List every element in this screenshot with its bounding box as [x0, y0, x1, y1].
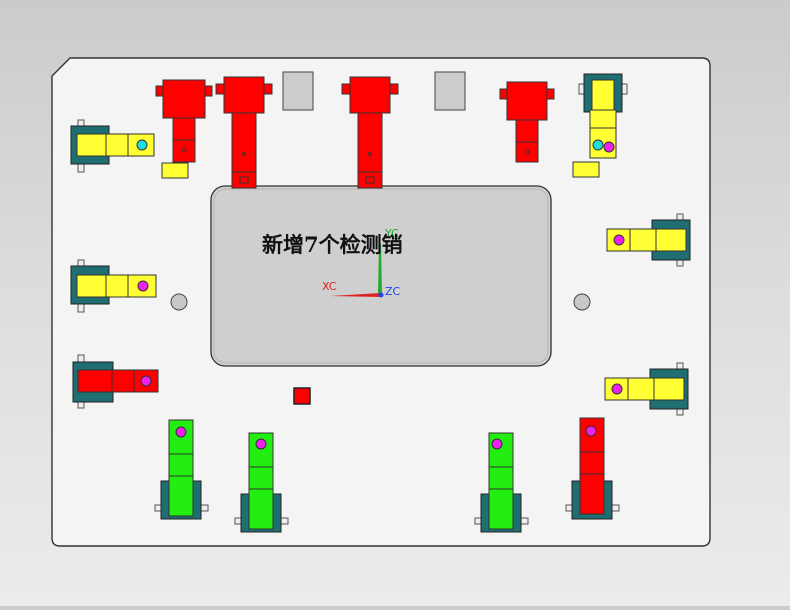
yellow-clamp-right-2[interactable] [604, 362, 689, 416]
yellow-clamp-left-1[interactable] [70, 119, 155, 173]
gray-block-top-right[interactable] [434, 71, 466, 111]
yellow-clamp-left-2[interactable] [70, 259, 157, 313]
magenta-pin-icon [140, 375, 152, 387]
yellow-pad-right[interactable] [572, 161, 600, 178]
coordinate-triad: XC YC ZC [322, 227, 401, 298]
magenta-pin-icon [613, 234, 625, 246]
green-clamp-bottom-2[interactable] [234, 432, 289, 533]
z-axis-label: ZC [385, 285, 401, 298]
magenta-pin-icon [175, 426, 187, 438]
red-clamp-bottom[interactable] [565, 417, 620, 520]
x-axis-label: XC [322, 280, 337, 293]
red-clamp-top-1[interactable] [155, 79, 213, 163]
red-clamp-top-4[interactable] [499, 81, 555, 163]
magenta-pin-icon [585, 425, 597, 437]
green-clamp-bottom-3[interactable] [474, 432, 529, 533]
magenta-pin-icon [491, 438, 503, 450]
z-axis-origin [378, 292, 384, 298]
red-small-block[interactable] [293, 387, 311, 405]
red-clamp-top-2[interactable] [215, 76, 273, 189]
yellow-pad-left[interactable] [161, 162, 189, 179]
magenta-pin-icon [611, 383, 623, 395]
green-clamp-bottom-1[interactable] [154, 419, 209, 520]
magenta-pin-icon [603, 141, 615, 153]
locating-hole-left[interactable] [170, 293, 188, 311]
magenta-pin-icon [255, 438, 267, 450]
yellow-clamp-right-1[interactable] [606, 213, 691, 267]
cyan-pin-icon [136, 139, 148, 151]
annotation-text: 新增7个检测销 [262, 232, 403, 257]
y-axis-label: YC [384, 227, 399, 240]
y-axis-arrow [378, 244, 382, 295]
red-clamp-left[interactable] [72, 354, 159, 409]
red-clamp-top-3[interactable] [341, 76, 399, 189]
x-axis-arrow [330, 293, 381, 297]
locating-hole-right[interactable] [573, 293, 591, 311]
cyan-pin-icon [592, 139, 604, 151]
magenta-pin-icon [137, 280, 149, 292]
yellow-clamp-top-right[interactable] [578, 73, 628, 159]
gray-block-top-left[interactable] [282, 71, 314, 111]
